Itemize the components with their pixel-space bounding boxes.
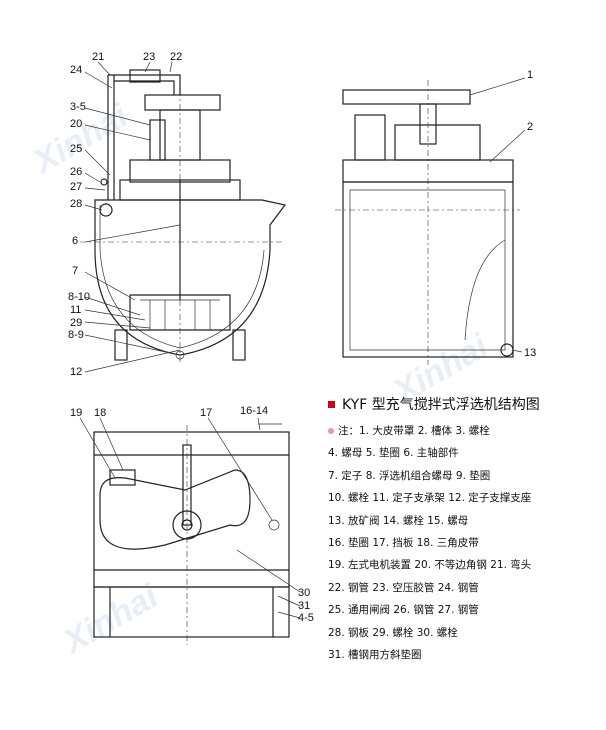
callout-30: 30 (298, 587, 310, 599)
legend-line: 28. 钢板 29. 螺栓 30. 螺栓 (328, 626, 458, 639)
callout-17: 17 (200, 407, 212, 419)
legend-line: 16. 垫圈 17. 挡板 18. 三角皮带 (328, 537, 479, 550)
top-view: 19 18 17 16-14 30 31 4-5 (70, 405, 314, 645)
callout-27: 27 (70, 181, 82, 193)
legend-text: 注：1. 大皮带罩 2. 槽体 3. 螺栓 (338, 425, 490, 437)
legend-line: 22. 钢管 23. 空压胶管 24. 钢管 (328, 581, 479, 594)
legend-title: KYF 型充气搅拌式浮选机结构图 (328, 394, 598, 414)
callout-13: 13 (524, 347, 536, 359)
callout-1: 1 (527, 69, 533, 81)
legend-title-text: KYF 型充气搅拌式浮选机结构图 (342, 397, 540, 413)
callout-21: 21 (92, 51, 104, 63)
callout-25: 25 (70, 143, 82, 155)
legend-line: 7. 定子 8. 浮选机组合螺母 9. 垫圈 (328, 469, 491, 482)
red-square-icon (328, 400, 335, 408)
callout-31: 31 (298, 600, 310, 612)
callout-26: 26 (70, 166, 82, 178)
callout-6: 6 (72, 235, 78, 247)
legend: KYF 型充气搅拌式浮选机结构图 注：1. 大皮带罩 2. 槽体 3. 螺栓 4… (328, 394, 598, 666)
callout-29: 29 (70, 317, 82, 329)
front-view: 21 23 22 24 3-5 20 25 26 27 28 6 7 8-10 … (68, 51, 287, 378)
legend-line: 13. 放矿阀 14. 螺栓 15. 螺母 (328, 514, 469, 527)
callout-23: 23 (143, 51, 155, 63)
legend-line: 19. 左式电机装置 20. 不等边角钢 21. 弯头 (328, 559, 532, 572)
callout-8-10: 8-10 (68, 291, 90, 303)
legend-line: 4. 螺母 5. 垫圈 6. 主轴部件 (328, 447, 459, 460)
callout-8-9: 8-9 (68, 329, 84, 341)
callout-3-5: 3-5 (70, 101, 86, 113)
callout-4-5: 4-5 (298, 612, 314, 624)
bullet-icon (328, 428, 334, 435)
callout-22: 22 (170, 51, 182, 63)
legend-line: 25. 通用闸阀 26. 钢管 27. 钢管 (328, 604, 479, 617)
callout-28: 28 (70, 198, 82, 210)
callout-18: 18 (94, 407, 106, 419)
callout-24: 24 (70, 64, 82, 76)
callout-19: 19 (70, 407, 82, 419)
side-view: 1 2 13 (335, 69, 536, 365)
callout-12: 12 (70, 366, 82, 378)
callout-20: 20 (70, 118, 82, 130)
legend-line: 31. 槽钢用方斜垫圈 (328, 649, 422, 662)
legend-line: 注：1. 大皮带罩 2. 槽体 3. 螺栓 (328, 420, 598, 442)
callout-11: 11 (70, 304, 81, 316)
callout-2: 2 (527, 121, 533, 133)
legend-line: 10. 螺栓 11. 定子支承架 12. 定子支撑支座 (328, 492, 532, 505)
callout-16-14: 16-14 (240, 405, 268, 417)
callout-7: 7 (72, 265, 78, 277)
